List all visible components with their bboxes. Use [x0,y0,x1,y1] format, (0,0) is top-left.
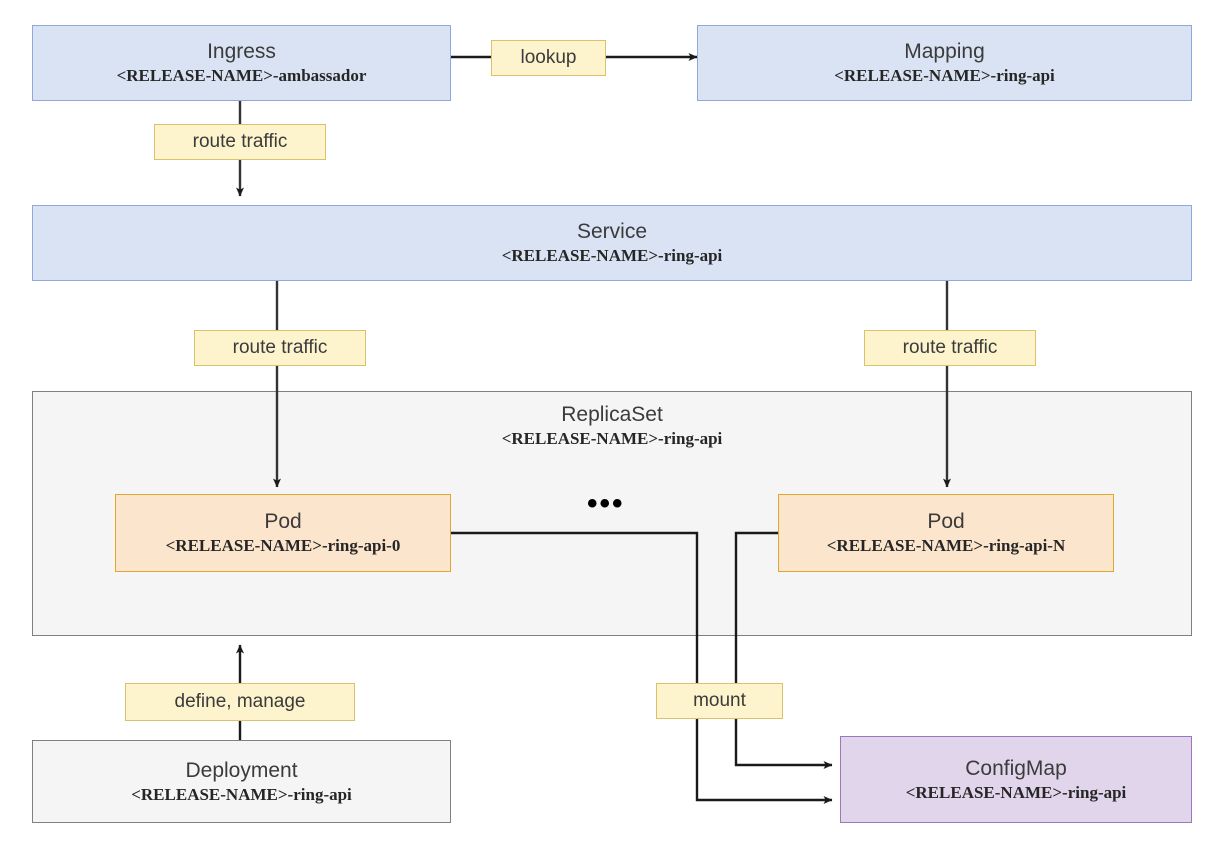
service-subtitle: <RELEASE-NAME>-ring-api [501,246,723,265]
node-mapping[interactable]: Mapping <RELEASE-NAME>-ring-api [697,25,1192,101]
replicaset-header: ReplicaSet <RELEASE-NAME>-ring-api [33,402,1191,450]
node-service[interactable]: Service <RELEASE-NAME>-ring-api [32,205,1192,281]
replicaset-subtitle: <RELEASE-NAME>-ring-api [501,429,723,448]
pod-ellipsis: ••• [587,487,625,520]
ingress-subtitle: <RELEASE-NAME>-ambassador [116,66,367,85]
mapping-title: Mapping [904,40,985,63]
node-pod-last[interactable]: Pod <RELEASE-NAME>-ring-api-N [778,494,1114,572]
pod-last-title: Pod [927,510,965,533]
edge-label-route-traffic-service-pod-first[interactable]: route traffic [194,330,366,366]
configmap-subtitle: <RELEASE-NAME>-ring-api [905,782,1127,802]
edge-label-lookup[interactable]: lookup [491,40,606,76]
replicaset-title: ReplicaSet [561,403,663,426]
pod-last-subtitle: <RELEASE-NAME>-ring-api-N [826,536,1066,555]
edge-label-define-manage[interactable]: define, manage [125,683,355,721]
node-configmap[interactable]: ConfigMap <RELEASE-NAME>-ring-api [840,736,1192,823]
deployment-subtitle: <RELEASE-NAME>-ring-api [131,784,352,804]
edge-label-route-traffic-ingress-service[interactable]: route traffic [154,124,326,160]
ingress-title: Ingress [207,40,276,63]
pod-first-title: Pod [264,510,302,533]
deployment-title: Deployment [185,758,298,782]
pod-first-subtitle: <RELEASE-NAME>-ring-api-0 [165,536,401,555]
service-title: Service [576,220,648,243]
node-ingress[interactable]: Ingress <RELEASE-NAME>-ambassador [32,25,451,101]
node-deployment[interactable]: Deployment <RELEASE-NAME>-ring-api [32,740,451,823]
configmap-title: ConfigMap [965,756,1067,780]
mapping-subtitle: <RELEASE-NAME>-ring-api [834,66,1055,85]
edge-label-route-traffic-service-pod-last[interactable]: route traffic [864,330,1036,366]
edge-label-mount[interactable]: mount [656,683,783,719]
node-pod-first[interactable]: Pod <RELEASE-NAME>-ring-api-0 [115,494,451,572]
